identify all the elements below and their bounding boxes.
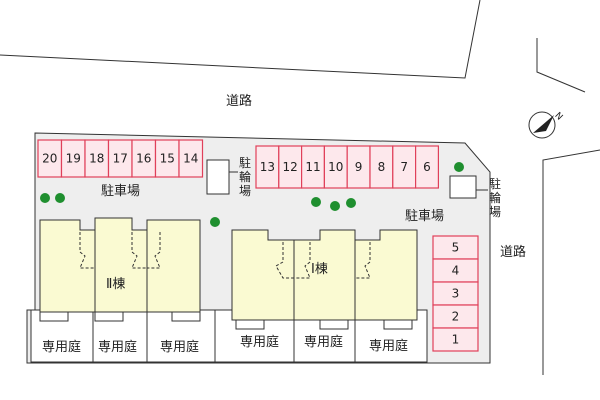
parking-space-number: 10: [328, 160, 343, 174]
stair-1b: [294, 242, 311, 279]
parking-space-number: 2: [452, 310, 460, 324]
porch-2c: [171, 311, 201, 322]
tree: [330, 201, 340, 211]
tree: [311, 197, 321, 207]
parking-space-number: 13: [260, 160, 275, 174]
parking-space-number: 19: [66, 152, 81, 166]
building-1: [231, 229, 418, 330]
garden-label: 専用庭: [42, 340, 82, 355]
unit-1a: [231, 229, 295, 321]
parking-space: [415, 145, 440, 189]
garden-label: 専用庭: [98, 340, 138, 355]
garden-label: 専用庭: [240, 335, 280, 350]
parking-east-label: 駐車場: [405, 209, 445, 224]
bicycle-parking-1-label: 駐輪場: [238, 156, 251, 198]
road-east-label: 道路: [500, 245, 527, 260]
parking-space-number: 16: [136, 152, 151, 166]
parking-space-number: 8: [378, 160, 386, 174]
parking-space-number: 1: [452, 333, 460, 347]
stair-1a: [275, 242, 294, 279]
tree: [454, 162, 464, 172]
north-mark-label: N: [552, 111, 564, 123]
tree: [210, 217, 220, 227]
unit-1c: [354, 229, 418, 321]
garden-label: 専用庭: [304, 335, 344, 350]
stair-2b: [131, 232, 147, 269]
porch-2a: [39, 311, 69, 322]
trees: [40, 162, 464, 227]
parking-row-west: 20 19 18 17 16 15 14: [37, 139, 204, 178]
parking-space-number: 3: [452, 287, 460, 301]
tree: [346, 198, 356, 208]
porch-1a: [235, 319, 265, 330]
porch-1c: [383, 319, 413, 330]
unit-2c: [146, 219, 201, 313]
parking-space-number: 9: [355, 160, 363, 174]
parking-space-number: 12: [283, 160, 298, 174]
tree: [40, 193, 50, 203]
tree: [55, 193, 65, 203]
parking-space: [178, 139, 204, 178]
parking-space-number: 5: [452, 241, 460, 255]
north-arrow-icon: N: [528, 111, 564, 139]
stair-2a: [79, 232, 95, 269]
parking-column-east: 5 4 3 2 1: [432, 235, 479, 352]
garden-dividers: [92, 310, 356, 362]
parking-space: [432, 327, 479, 352]
road-north-label: 道路: [226, 94, 253, 109]
building-1-label: Ⅰ棟: [311, 262, 328, 277]
parking-space-number: 4: [452, 264, 460, 278]
parking-space-number: 14: [183, 152, 198, 166]
building-2-label: Ⅱ棟: [106, 277, 126, 292]
parking-space-number: 7: [400, 160, 408, 174]
road-edge-east: [542, 149, 600, 375]
road-edge-northeast: [536, 38, 586, 93]
parking-space-number: 6: [423, 160, 431, 174]
stair-2c: [147, 232, 161, 269]
bicycle-parking-2-label: 駐輪場: [488, 177, 501, 219]
porch-1b: [319, 319, 349, 330]
bicycle-parking-2-box: [449, 175, 477, 199]
unit-2b: [94, 217, 148, 313]
parking-space-number: 15: [160, 152, 175, 166]
parking-space-number: 11: [305, 160, 320, 174]
parking-space-number: 20: [42, 152, 57, 166]
bicycle-parking-1-box: [206, 159, 230, 195]
parking-space-number: 17: [113, 152, 128, 166]
garden-label: 専用庭: [369, 339, 409, 354]
parking-west-label: 駐車場: [101, 184, 141, 199]
garden-label: 専用庭: [160, 340, 200, 355]
parking-space-number: 18: [89, 152, 104, 166]
building-2: [39, 217, 201, 322]
unit-2a: [39, 219, 96, 313]
road-edge-north: [0, 0, 481, 79]
porch-2b: [94, 311, 124, 322]
stair-1c: [355, 242, 371, 279]
